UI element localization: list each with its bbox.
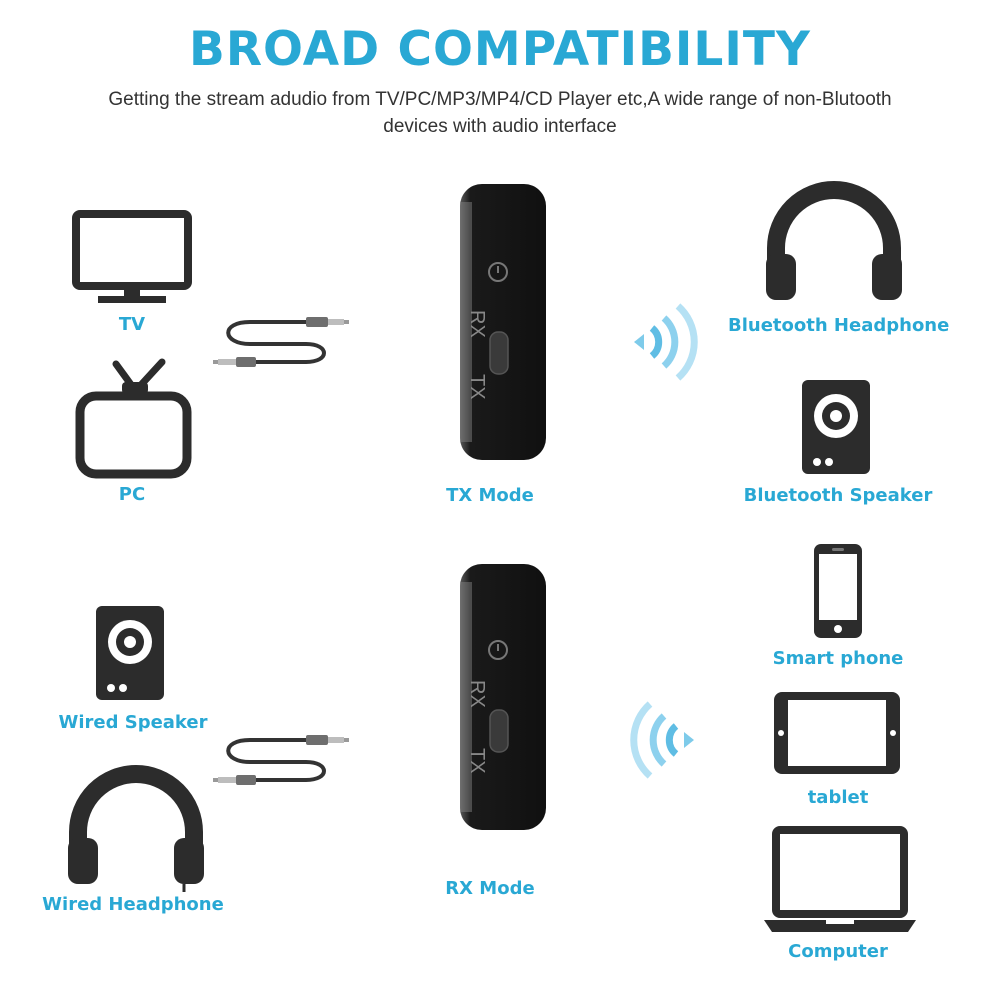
transmitter-device-rx	[460, 564, 546, 830]
target-label-bt-speaker: Bluetooth Speaker	[743, 485, 933, 506]
switch-label-tx-rx: TX	[466, 748, 488, 774]
switch-label-rx-rx: RX	[466, 680, 488, 708]
page-subtitle: Getting the stream adudio from TV/PC/MP3…	[60, 86, 940, 140]
mode-label-tx: TX Mode	[446, 485, 534, 506]
laptop-icon	[764, 826, 916, 932]
speaker-icon	[96, 606, 164, 700]
target-label-bt-headphone: Bluetooth Headphone	[728, 315, 950, 336]
switch-label-tx-tx: TX	[466, 374, 488, 400]
output-label-wired-speaker: Wired Speaker	[58, 712, 208, 733]
smartphone-icon	[814, 544, 862, 638]
mode-label-rx: RX Mode	[445, 878, 535, 899]
subtitle-line-1: Getting the stream adudio from TV/PC/MP3…	[108, 89, 892, 110]
retro-tv-icon	[75, 358, 192, 479]
speaker-icon	[802, 380, 870, 474]
monitor-icon	[72, 210, 192, 303]
transmitter-device-tx	[460, 184, 546, 460]
source-label-smartphone: Smart phone	[772, 648, 904, 669]
wireless-signal-icon	[630, 701, 694, 779]
output-label-wired-headphone: Wired Headphone	[42, 894, 224, 915]
tablet-icon	[774, 692, 900, 774]
switch-label-rx-tx: RX	[466, 310, 488, 338]
subtitle-line-2: devices with audio interface	[383, 116, 617, 137]
wireless-signal-icon	[634, 303, 698, 381]
source-label-tablet: tablet	[807, 787, 869, 808]
headphone-icon	[766, 181, 902, 300]
source-label-pc: PC	[118, 484, 146, 505]
headphone-icon	[68, 765, 204, 892]
page-title: BROAD COMPATIBILITY	[189, 22, 811, 77]
aux-cable-icon	[213, 735, 349, 785]
aux-cable-icon	[213, 317, 349, 367]
source-label-tv: TV	[118, 314, 146, 335]
source-label-computer: Computer	[788, 941, 888, 962]
